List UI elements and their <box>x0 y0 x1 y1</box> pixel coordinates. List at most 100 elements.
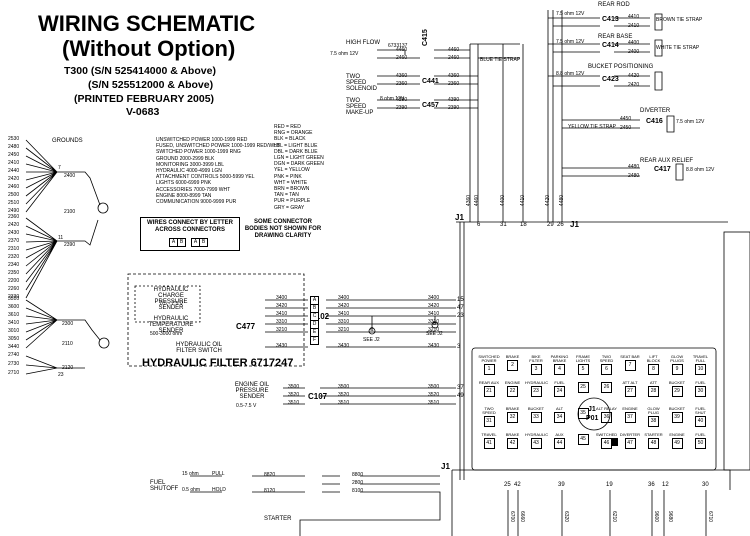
schematic-subtitle: (Without Option) <box>62 36 236 61</box>
fuse-cell-label: BRAKE <box>505 432 520 437</box>
fuse-cell-number: 28 <box>648 386 659 398</box>
j1-bottom-wire-label: 6320 <box>563 510 570 523</box>
fuse-cell-label: TWO SPEED <box>599 354 614 364</box>
j1-top-wire-label: 4400 <box>500 194 507 207</box>
c413-label: C413 <box>602 16 619 23</box>
c102-out-wire: 3400 <box>338 295 350 301</box>
fuse-cell-number: 25 <box>577 382 589 393</box>
j1-top-pin: 29 <box>547 222 554 228</box>
legend-power-line: ENGINE 8000-8999 TAN <box>156 192 212 199</box>
fuse-cell-number: 31 <box>483 416 495 428</box>
fuse-cell-number: 8 <box>648 364 659 376</box>
ground-wire-label: 3050 <box>8 336 20 342</box>
ground-wire-label: 2510 <box>8 200 20 206</box>
fuse-cell-label: BUCKET <box>668 380 686 385</box>
fuel-hold: HOLD <box>212 487 226 493</box>
starter-label: STARTER <box>264 516 292 522</box>
legend-power-line: FUSED, UNSWITCHED POWER 1000-1999 RED/WH… <box>156 143 280 150</box>
fuse-cell-label: ENGINE <box>669 432 685 437</box>
legend-color-line: BRN = BROWN <box>274 186 310 192</box>
engine-oil-out-wire-j1: 3510 <box>428 400 440 406</box>
note-pin-b2: B <box>199 238 208 247</box>
c415-label: C415 <box>422 29 429 46</box>
valve-wire-label: 4390 <box>396 97 408 103</box>
fuse-cell-label: FUEL <box>695 432 706 437</box>
j1-mid-pin: 49 <box>457 393 464 399</box>
c423-label: C423 <box>602 76 619 83</box>
j1-top-pin: 31 <box>500 222 507 228</box>
fuse-cell-label: ATT ALT <box>622 380 638 385</box>
legend-power-line: LIGHTS 6000-6999 PNK <box>156 180 212 187</box>
j1-label-top: J1 <box>455 213 464 222</box>
fuse-cell-label: FUEL <box>695 380 706 385</box>
legend-color-line: PUR = PURPLE <box>274 198 311 205</box>
fuse-cell-number: 42 <box>507 438 518 450</box>
c102-out-wire: 3430 <box>338 343 350 349</box>
ground-group1-wire: 2400 <box>64 173 76 179</box>
c414-label: C414 <box>602 42 619 49</box>
j1-label-bottom: J1 <box>441 462 450 471</box>
j1-bottom-pin: 30 <box>702 482 709 488</box>
fuse-cell-label: ENGINE <box>622 406 638 411</box>
ground-group3-wire: 2300 <box>62 321 74 327</box>
j1-bottom-pin: 36 <box>648 482 655 488</box>
j1-bottom-wire-label: 9600 <box>653 510 660 523</box>
fuse-cell-number: 10 <box>695 364 706 376</box>
diverter-label: DIVERTER <box>640 108 671 114</box>
j1-top-pin: 6 <box>477 222 481 228</box>
j1-top-wire-label: 4420 <box>545 194 552 207</box>
right-valve-wire-label: 4480 <box>628 164 640 170</box>
circle-b-label: B <box>433 321 437 327</box>
engine-oil-wire: 3520 <box>288 392 300 398</box>
j1-mid-pin: 37 <box>457 385 464 391</box>
fuse-cell-label: FUEL SHUT <box>695 406 706 416</box>
diverter-spec: 7.5 ohm 12V <box>676 119 705 125</box>
j1-bottom-wire-label: 9680 <box>667 510 674 523</box>
rear-rod-label: REAR ROD <box>598 2 630 8</box>
fuse-cell-number: 2 <box>507 360 518 372</box>
ground-wire-label: 2200 <box>8 278 20 284</box>
c457-label: C457 <box>422 102 439 109</box>
legend-color-line: LBL = LIGHT BLUE <box>274 142 318 149</box>
legend-color-line: YEL = YELLOW <box>274 167 310 174</box>
ground-wire-label: 3410 <box>8 320 20 326</box>
fuse-cell-number: 40 <box>695 416 706 428</box>
fuse-cell-label: PARKING BRAKE <box>550 354 569 364</box>
c107-label: C107 <box>308 392 328 401</box>
right-valve-wire-label: 2410 <box>628 23 640 29</box>
ground-wire-label: 2430 <box>8 230 20 236</box>
fuse-cell-number: 22 <box>507 386 518 398</box>
j1-label-right: J1 <box>570 220 579 229</box>
fuse-cell-number: 34 <box>554 412 565 424</box>
ground-wire-label: 2350 <box>8 270 20 276</box>
engine-oil-out-wire-j1: 3500 <box>428 384 440 390</box>
j1-bottom-wire-label: 6710 <box>707 510 714 523</box>
ground-wire-label: 2330 <box>8 294 20 300</box>
fuse-cell-number: 39 <box>671 412 683 424</box>
two-speed-makeup-spec: 8 ohm 12V <box>380 96 405 102</box>
fuse-cell-label: BRAKE <box>505 406 520 411</box>
fuse-cell-number: 3 <box>530 364 542 376</box>
j1-bottom-wire-label: 6660 <box>519 510 526 523</box>
c102-out-wire: 3420 <box>338 303 350 309</box>
fuse-cell-number: 46 <box>601 438 612 450</box>
rear-rod-spec: 7.5 ohm 12V <box>556 11 585 17</box>
fuse-cell-number: 6 <box>601 364 612 376</box>
fuse-cell-number: 5 <box>577 364 589 376</box>
legend-power-line: MONITORING 3000-3999 LBL <box>156 161 224 168</box>
ground-wire-label: 2310 <box>8 246 20 252</box>
right-valve-wire-label: 4410 <box>628 14 640 20</box>
bodies-note-box: SOME CONNECTOR BODIES NOT SHOWN FOR DRAW… <box>244 217 322 241</box>
